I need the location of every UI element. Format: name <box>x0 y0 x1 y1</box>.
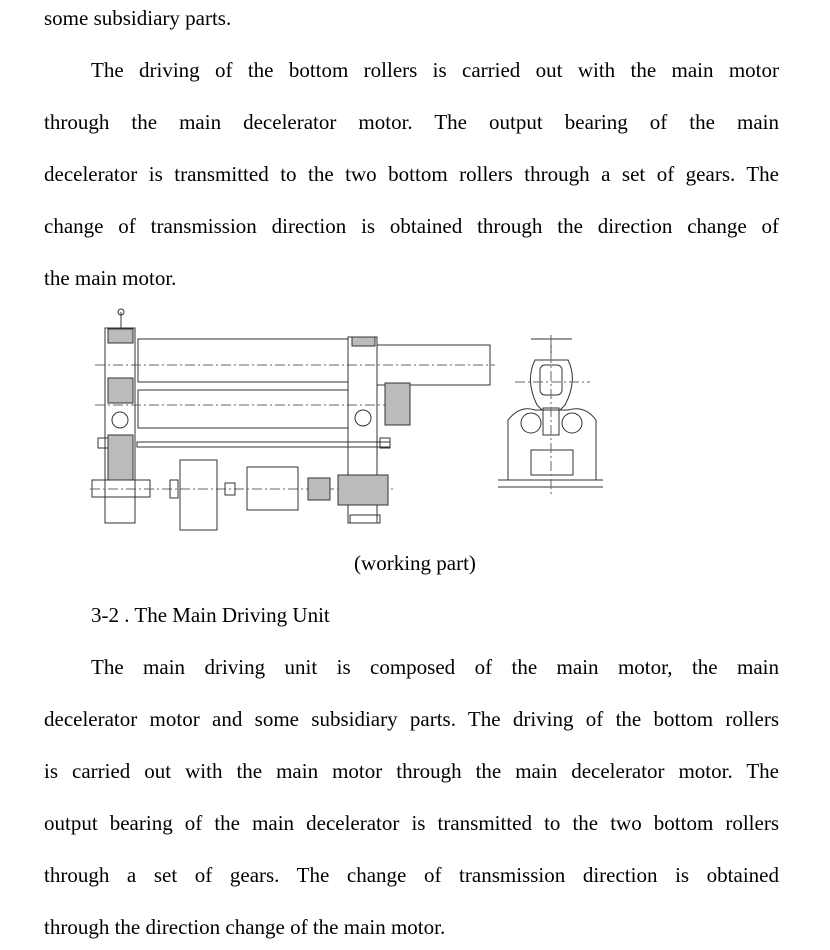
front-view <box>90 308 495 531</box>
text-line: through the main decelerator motor. The … <box>44 110 779 134</box>
text-line: The main driving unit is composed of the… <box>91 655 779 679</box>
text-line: decelerator motor and some subsidiary pa… <box>44 707 779 731</box>
machine-technical-drawing <box>90 308 603 531</box>
text-line: change of transmission direction is obta… <box>44 214 779 238</box>
side-view <box>498 335 603 495</box>
section-heading: 3-2 . The Main Driving Unit <box>91 603 330 627</box>
text-line: The driving of the bottom rollers is car… <box>91 58 779 82</box>
text-line: some subsidiary parts. <box>44 6 232 30</box>
text-line: the main motor. <box>44 266 177 290</box>
text-line: through a set of gears. The change of tr… <box>44 863 779 887</box>
text-line: through the direction change of the main… <box>44 915 446 939</box>
figure-caption: (working part) <box>354 551 476 575</box>
text-line: output bearing of the main decelerator i… <box>44 811 779 835</box>
text-line: is carried out with the main motor throu… <box>44 759 779 783</box>
text-line: decelerator is transmitted to the two bo… <box>44 162 779 186</box>
